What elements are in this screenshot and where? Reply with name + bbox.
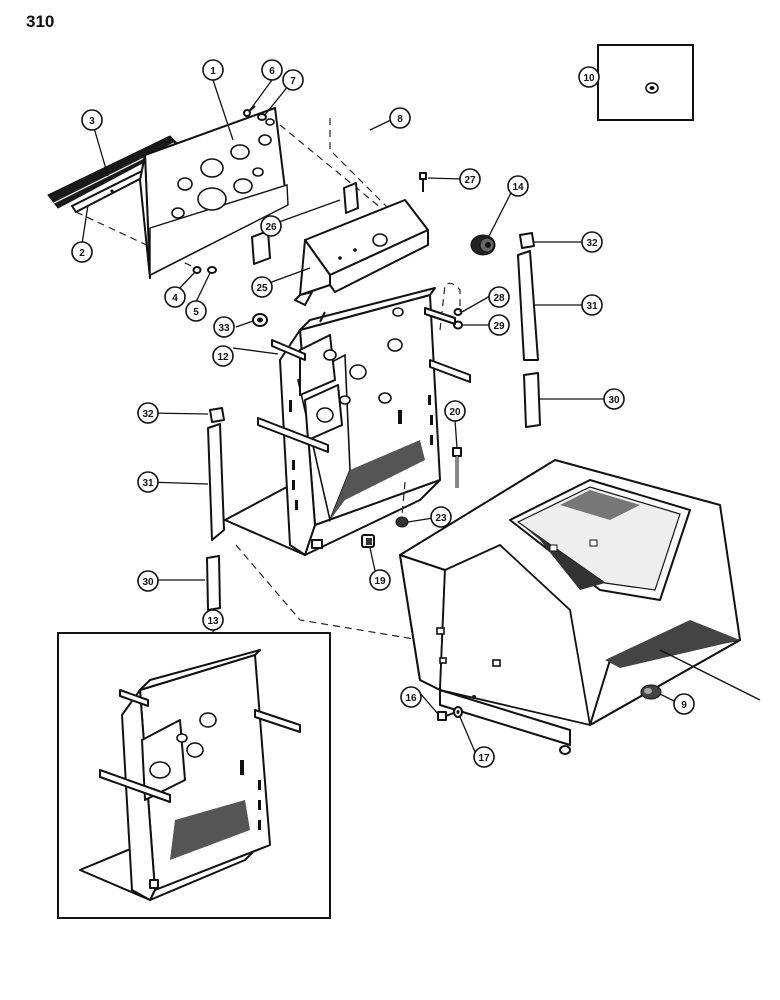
svg-text:30: 30	[608, 395, 620, 406]
spacer-blocks-26	[251, 182, 359, 265]
svg-text:5: 5	[193, 307, 199, 318]
callout-25: 25	[251, 276, 273, 298]
console-hood	[399, 459, 741, 755]
callout-26: 26	[260, 215, 282, 237]
callout-20: 20	[444, 400, 466, 422]
main-frame-12	[224, 287, 471, 556]
svg-text:25: 25	[256, 283, 268, 294]
callout-8: 8	[389, 107, 411, 129]
strip-31-right	[517, 250, 539, 361]
callout-27: 27	[459, 168, 481, 190]
callout-10: 10	[578, 66, 600, 88]
screw-6	[243, 105, 256, 117]
callout-4: 4	[164, 286, 186, 308]
svg-text:29: 29	[493, 321, 505, 332]
callout-23: 23	[430, 506, 452, 528]
svg-text:12: 12	[217, 352, 229, 363]
svg-text:10: 10	[583, 73, 595, 84]
callout-31-left: 31	[137, 471, 159, 493]
cap-32-right	[519, 232, 535, 249]
block-30-right	[523, 372, 541, 428]
svg-text:14: 14	[512, 182, 524, 193]
svg-text:1: 1	[210, 66, 216, 77]
grommet-14	[470, 234, 496, 256]
callout-5: 5	[185, 300, 207, 322]
callout-2: 2	[71, 241, 93, 263]
svg-text:7: 7	[290, 76, 296, 87]
callout-7: 7	[282, 69, 304, 91]
screw-27	[419, 172, 427, 192]
washer-4	[192, 266, 202, 274]
callout-16: 16	[400, 686, 422, 708]
svg-text:2: 2	[79, 248, 85, 259]
callout-30-left: 30	[137, 570, 159, 592]
svg-text:9: 9	[681, 700, 687, 711]
callout-30-right: 30	[603, 388, 625, 410]
bolt-20	[452, 447, 462, 488]
svg-text:33: 33	[218, 323, 230, 334]
clip-19	[361, 534, 375, 548]
callout-9: 9	[673, 693, 695, 715]
page-number: 310	[26, 12, 55, 31]
callout-32-right: 32	[581, 231, 603, 253]
svg-text:32: 32	[586, 238, 598, 249]
callout-32-left: 32	[137, 402, 159, 424]
svg-text:13: 13	[207, 616, 219, 627]
svg-text:32: 32	[142, 409, 154, 420]
svg-text:16: 16	[405, 693, 417, 704]
callout-6: 6	[261, 59, 283, 81]
callout-3: 3	[81, 109, 103, 131]
svg-text:19: 19	[374, 576, 386, 587]
svg-text:31: 31	[586, 301, 598, 312]
callout-13: 13	[202, 609, 224, 631]
svg-text:30: 30	[142, 577, 154, 588]
cap-32-left	[209, 407, 225, 423]
svg-text:23: 23	[435, 513, 447, 524]
knob-9	[640, 684, 662, 700]
support-bracket-25	[294, 199, 429, 306]
svg-text:8: 8	[397, 114, 403, 125]
callout-31-right: 31	[581, 294, 603, 316]
callout-33: 33	[213, 316, 235, 338]
callout-17: 17	[473, 746, 495, 768]
callout-19: 19	[369, 569, 391, 591]
instrument-panel-plate-1	[139, 107, 289, 279]
nut-5	[207, 266, 217, 274]
block-30-left	[206, 555, 221, 611]
svg-text:20: 20	[449, 407, 461, 418]
detail-box-10	[597, 44, 694, 121]
callout-29: 29	[488, 314, 510, 336]
svg-text:6: 6	[269, 66, 275, 77]
svg-text:17: 17	[478, 753, 490, 764]
svg-text:28: 28	[493, 293, 505, 304]
strip-31-left	[207, 423, 225, 541]
washer-17	[453, 706, 463, 718]
washer-28	[453, 308, 463, 316]
svg-text:4: 4	[172, 293, 178, 304]
leader-lines	[81, 79, 677, 753]
nut-23	[395, 516, 409, 528]
callout-1: 1	[202, 59, 224, 81]
svg-text:26: 26	[265, 222, 277, 233]
svg-text:31: 31	[142, 478, 154, 489]
inset-frame-13	[57, 632, 331, 919]
grommet-33	[252, 313, 268, 327]
svg-text:3: 3	[89, 116, 95, 127]
callout-12: 12	[212, 345, 234, 367]
svg-text:27: 27	[464, 175, 476, 186]
callout-28: 28	[488, 286, 510, 308]
callout-14: 14	[507, 175, 529, 197]
